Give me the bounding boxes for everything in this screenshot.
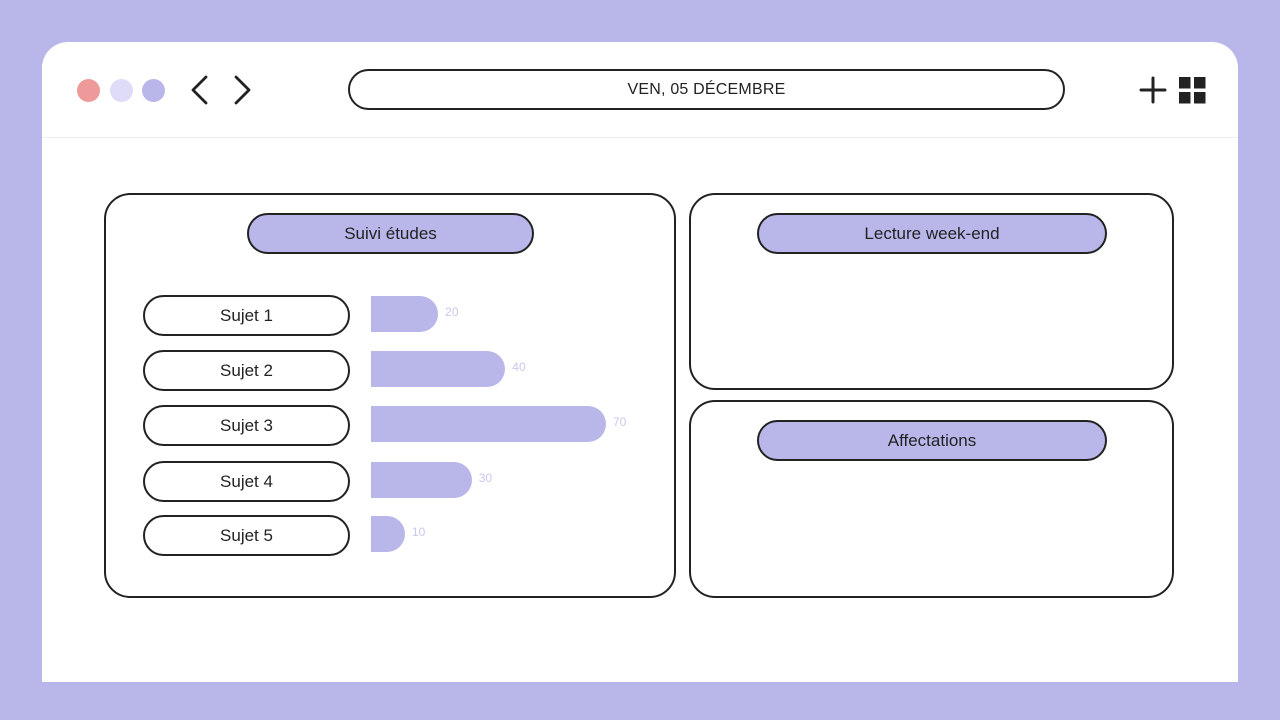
chart-bar [371, 516, 405, 552]
chart-row: Sujet 2 40 [143, 350, 643, 391]
bar-value-label: 70 [613, 415, 627, 429]
bar-value-label: 40 [512, 360, 526, 374]
assignments-title-text: Affectations [887, 430, 977, 450]
plus-icon[interactable] [1139, 76, 1167, 104]
weekend-reading-title: Lecture week-end [757, 213, 1107, 254]
chart-bar [371, 462, 472, 498]
address-bar[interactable]: VEN, 05 DÉCEMBRE [348, 69, 1065, 110]
bar-value-label: 20 [445, 305, 459, 319]
chevron-left-icon[interactable] [186, 75, 214, 105]
weekend-reading-title-text: Lecture week-end [864, 223, 1000, 243]
chart-bar [371, 351, 506, 387]
subject-label[interactable]: Sujet 3 [143, 405, 350, 446]
assignments-title: Affectations [757, 420, 1107, 461]
chart-row: Sujet 4 30 [143, 461, 643, 502]
chart-bar [371, 296, 439, 332]
chevron-right-icon[interactable] [228, 75, 256, 105]
date-label: VEN, 05 DÉCEMBRE [627, 80, 786, 98]
chart-row: Sujet 5 10 [143, 515, 643, 556]
bar-value-label: 10 [412, 525, 426, 539]
subject-label[interactable]: Sujet 4 [143, 461, 350, 502]
study-tracking-title: Suivi études [247, 213, 534, 254]
minimize-button[interactable] [110, 79, 133, 102]
bar-value-label: 30 [478, 471, 493, 485]
chart-bar [371, 406, 606, 442]
study-tracking-title-text: Suivi études [344, 223, 437, 243]
subject-label[interactable]: Sujet 2 [143, 350, 350, 391]
weekend-reading-card: Lecture week-end [689, 193, 1174, 390]
title-bar: VEN, 05 DÉCEMBRE [42, 42, 1238, 138]
assignments-card: Affectations [689, 400, 1174, 598]
close-button[interactable] [77, 79, 100, 102]
subject-label[interactable]: Sujet 1 [143, 295, 350, 336]
chart-row: Sujet 1 20 [143, 295, 643, 336]
maximize-button[interactable] [142, 79, 165, 102]
chart-row: Sujet 3 70 [143, 405, 643, 446]
subject-label[interactable]: Sujet 5 [143, 515, 350, 556]
grid-icon[interactable] [1179, 77, 1207, 105]
